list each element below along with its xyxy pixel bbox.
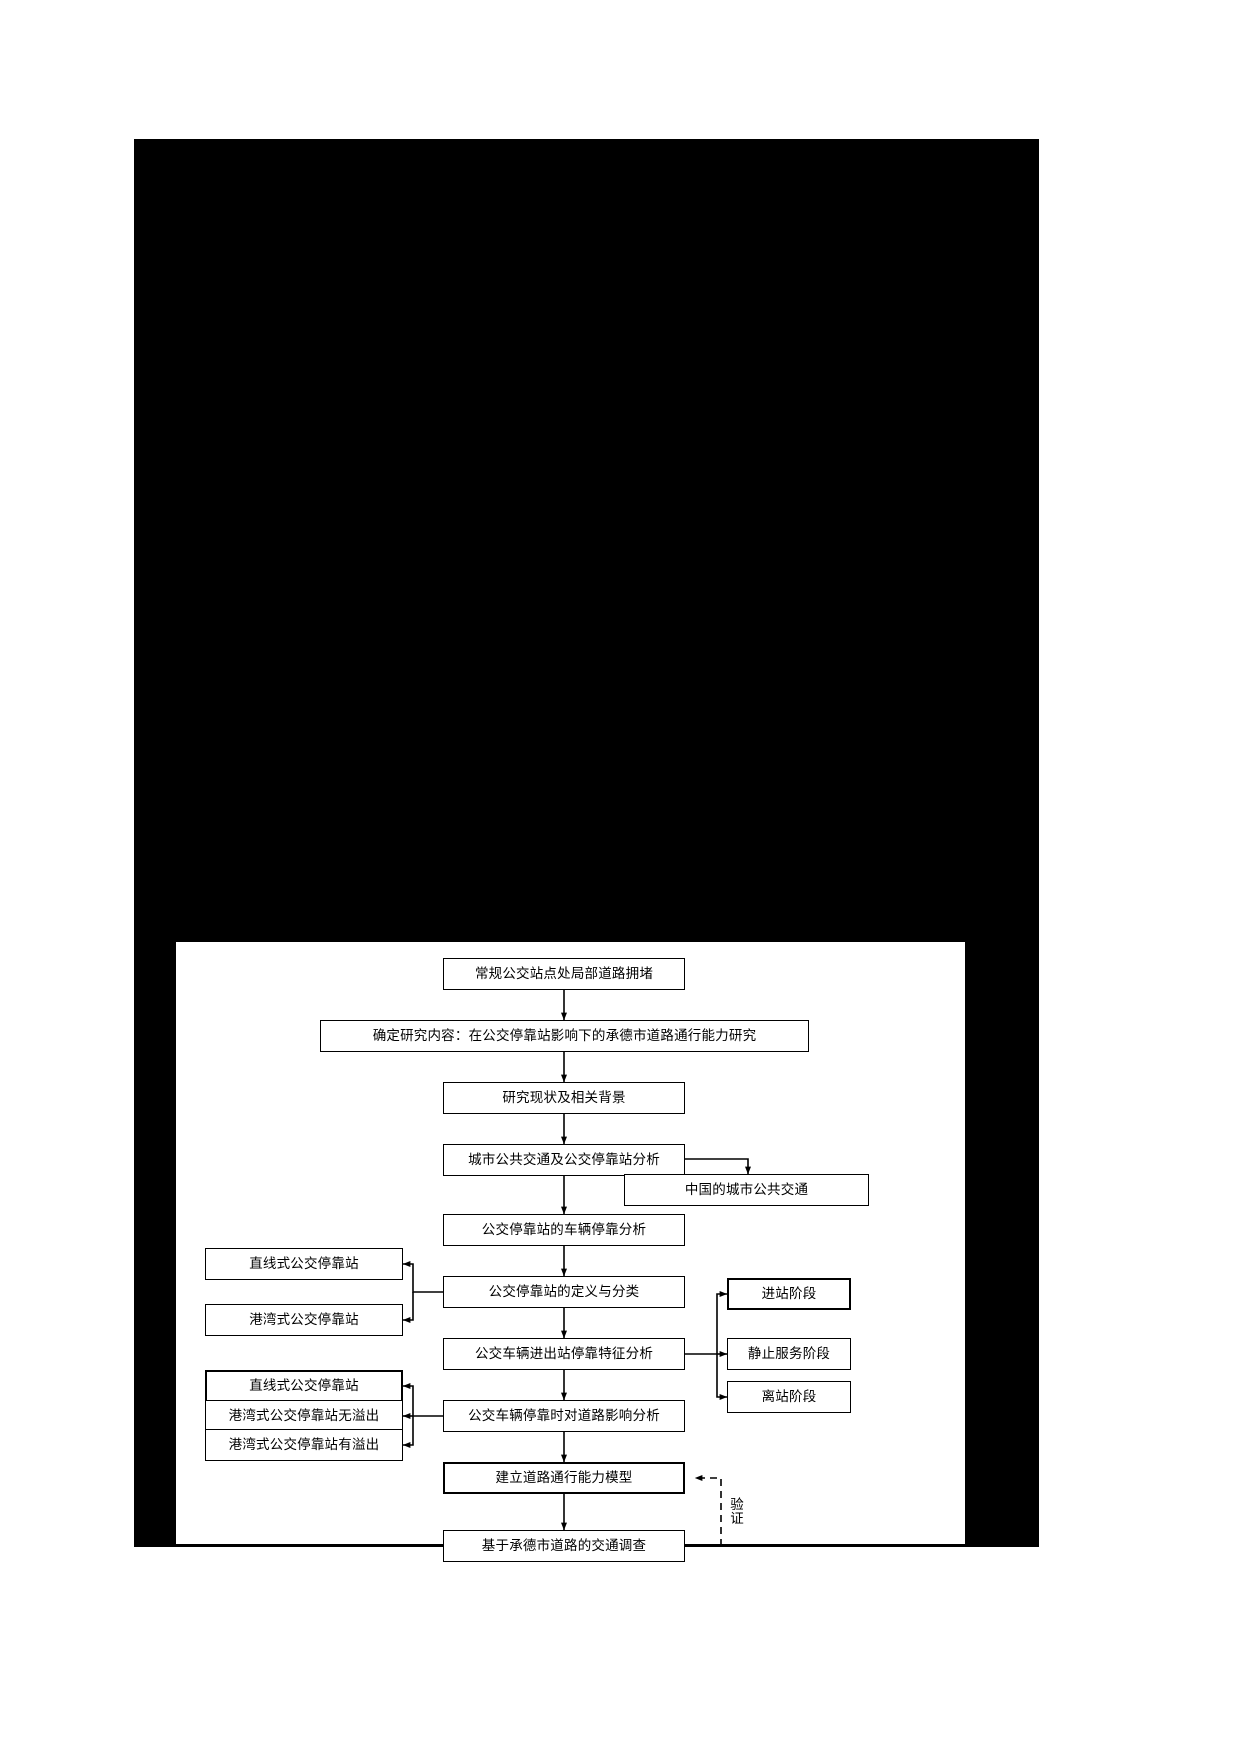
flow-node-n5[interactable]: 中国的城市公共交通 — [624, 1174, 869, 1206]
research-flowchart: 常规公交站点处局部道路拥堵 确定研究内容：在公交停靠站影响下的承德市道路通行能力… — [176, 942, 965, 1562]
flow-node-n14[interactable]: 公交车辆停靠时对道路影响分析 — [443, 1400, 685, 1432]
flow-node-n6[interactable]: 公交停靠站的车辆停靠分析 — [443, 1214, 685, 1246]
flow-node-label: 公交停靠站的车辆停靠分析 — [481, 1221, 647, 1238]
flow-node-label: 基于承德市道路的交通调查 — [481, 1537, 647, 1554]
flow-node-label: 离站阶段 — [761, 1388, 817, 1405]
flow-node-label: 确定研究内容：在公交停靠站影响下的承德市道路通行能力研究 — [372, 1027, 757, 1044]
flow-node-label: 进站阶段 — [761, 1285, 817, 1302]
flow-node-n11[interactable]: 进站阶段 — [727, 1278, 851, 1310]
flow-node-label: 港湾式公交停靠站 — [249, 1311, 359, 1328]
flow-node-n18[interactable]: 建立道路通行能力模型 — [443, 1462, 685, 1494]
flow-node-label: 静止服务阶段 — [747, 1345, 831, 1362]
flow-node-label: 中国的城市公共交通 — [684, 1181, 809, 1198]
flow-node-label: 港湾式公交停靠站有溢出 — [228, 1436, 380, 1453]
flow-node-n17[interactable]: 港湾式公交停靠站有溢出 — [205, 1429, 403, 1461]
verification-edge-label: 验证 — [730, 1497, 744, 1528]
flowchart-panel: 常规公交站点处局部道路拥堵 确定研究内容：在公交停靠站影响下的承德市道路通行能力… — [176, 942, 965, 1562]
flow-node-n12[interactable]: 静止服务阶段 — [727, 1338, 851, 1370]
flow-node-label: 常规公交站点处局部道路拥堵 — [474, 965, 654, 982]
flow-node-n19[interactable]: 基于承德市道路的交通调查 — [443, 1530, 685, 1562]
flow-node-n9[interactable]: 港湾式公交停靠站 — [205, 1304, 403, 1336]
flow-node-n16[interactable]: 港湾式公交停靠站无溢出 — [205, 1400, 403, 1432]
flow-node-label: 港湾式公交停靠站无溢出 — [228, 1407, 380, 1424]
flow-node-n2[interactable]: 确定研究内容：在公交停靠站影响下的承德市道路通行能力研究 — [320, 1020, 809, 1052]
flow-node-n13[interactable]: 离站阶段 — [727, 1381, 851, 1413]
flow-node-n10[interactable]: 公交车辆进出站停靠特征分析 — [443, 1338, 685, 1370]
flow-node-label: 城市公共交通及公交停靠站分析 — [468, 1151, 660, 1168]
flow-node-n1[interactable]: 常规公交站点处局部道路拥堵 — [443, 958, 685, 990]
flow-node-n15[interactable]: 直线式公交停靠站 — [205, 1370, 403, 1402]
flow-node-label: 研究现状及相关背景 — [502, 1089, 626, 1106]
flow-node-n3[interactable]: 研究现状及相关背景 — [443, 1082, 685, 1114]
flow-node-n8[interactable]: 直线式公交停靠站 — [205, 1248, 403, 1280]
flow-node-label: 公交车辆进出站停靠特征分析 — [474, 1345, 654, 1362]
flow-node-label: 直线式公交停靠站 — [249, 1255, 359, 1272]
flow-node-label: 公交停靠站的定义与分类 — [488, 1283, 640, 1300]
flow-node-n4[interactable]: 城市公共交通及公交停靠站分析 — [443, 1144, 685, 1176]
flow-node-label: 公交车辆停靠时对道路影响分析 — [468, 1407, 660, 1424]
flow-node-n7[interactable]: 公交停靠站的定义与分类 — [443, 1276, 685, 1308]
flow-node-label: 直线式公交停靠站 — [249, 1377, 359, 1394]
flow-node-label: 建立道路通行能力模型 — [495, 1469, 633, 1486]
